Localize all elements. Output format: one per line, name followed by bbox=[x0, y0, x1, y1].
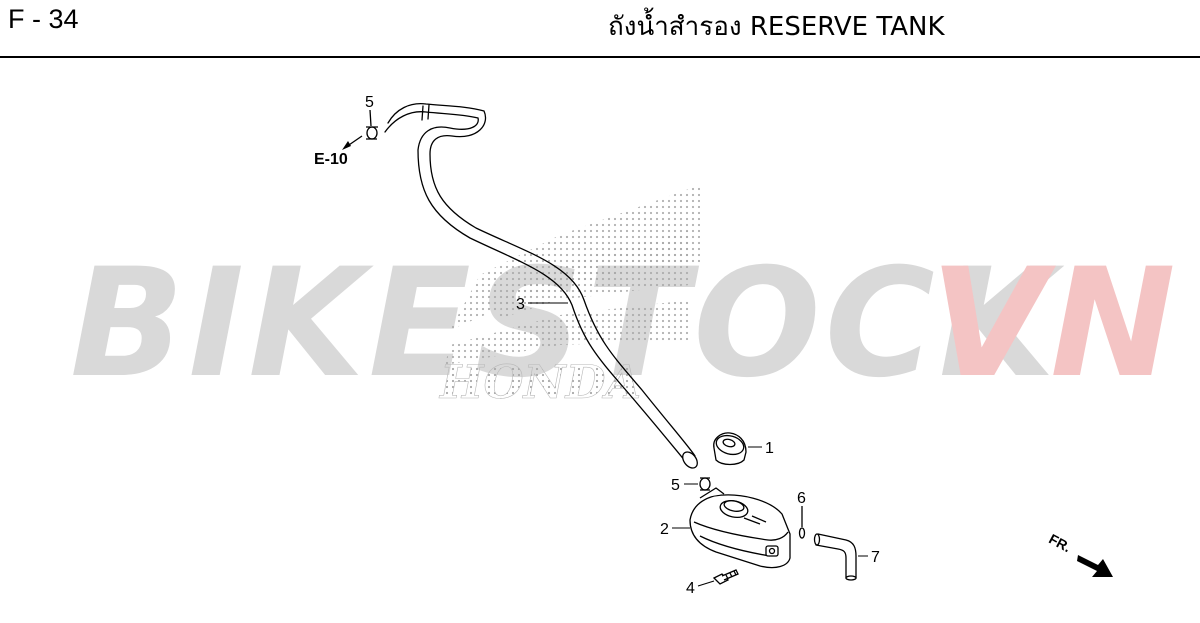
hose-part-3 bbox=[384, 103, 698, 469]
callout-5-top: 5 bbox=[365, 94, 374, 111]
cap-part-1 bbox=[713, 432, 747, 466]
clip-part-6 bbox=[798, 506, 806, 539]
watermark-honda: HONDA bbox=[438, 355, 641, 409]
callout-7: 7 bbox=[871, 549, 880, 566]
callout-4: 4 bbox=[686, 580, 695, 597]
callout-6: 6 bbox=[797, 490, 806, 507]
clip-part-5-bottom bbox=[699, 477, 711, 491]
title-rule bbox=[0, 56, 1200, 58]
callout-1: 1 bbox=[765, 440, 774, 457]
wing-logo-icon bbox=[495, 230, 690, 320]
front-direction-arrow bbox=[1077, 555, 1113, 577]
callout-5-bottom: 5 bbox=[671, 477, 680, 494]
wing-logo-icon bbox=[445, 300, 690, 365]
page-title: ถังน้ำสำรอง RESERVE TANK bbox=[608, 12, 945, 42]
callout-3: 3 bbox=[516, 296, 525, 313]
clip-part-5-top bbox=[366, 109, 378, 140]
bolt-part-4 bbox=[712, 569, 739, 585]
callout-line-4 bbox=[697, 580, 715, 587]
front-direction-label: FR. bbox=[1046, 530, 1073, 555]
watermark: BIKESTOCK VN HONDA bbox=[70, 185, 1180, 411]
reference-arrow bbox=[342, 135, 363, 150]
reference-label: E-10 bbox=[314, 151, 348, 168]
page-code: F - 34 bbox=[8, 4, 79, 34]
callout-2: 2 bbox=[660, 521, 669, 538]
reserve-tank-part-2 bbox=[689, 487, 791, 569]
watermark-accent: VN bbox=[930, 237, 1180, 411]
outlet-tube-part-7 bbox=[813, 533, 857, 581]
